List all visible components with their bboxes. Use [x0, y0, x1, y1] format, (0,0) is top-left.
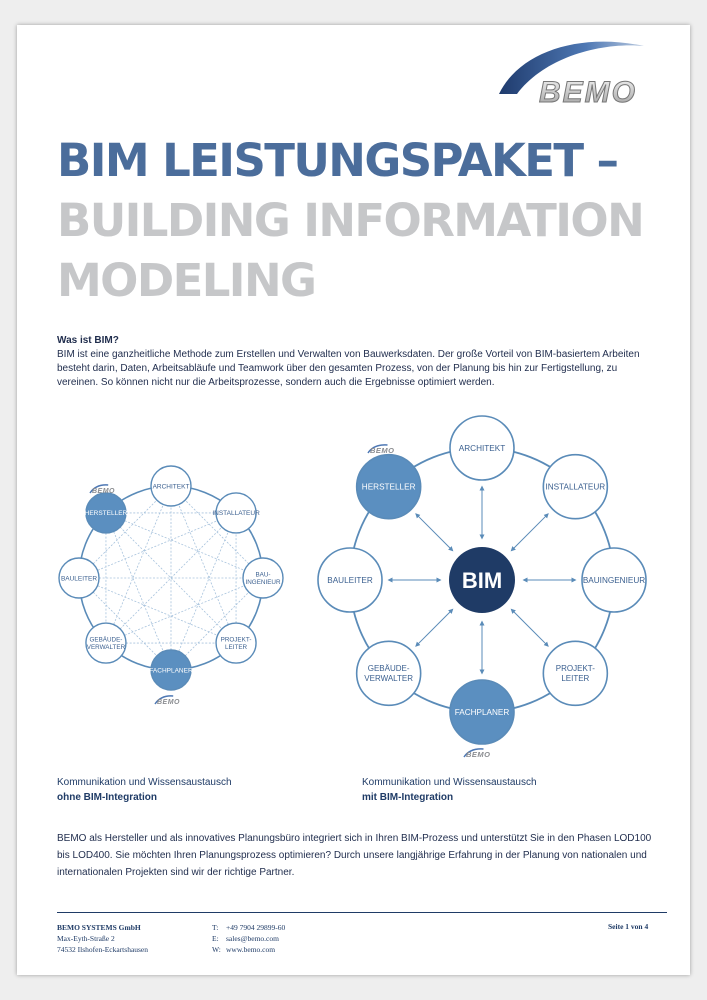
node-projektleiter: PROJEKT-LEITER — [215, 622, 257, 664]
connection-line — [78, 485, 172, 579]
bemo-watermark-logo: BEMO — [367, 444, 395, 455]
connection-line — [78, 512, 237, 579]
footer-phone: +49 7904 29899-60 — [226, 923, 286, 932]
footer-city: 74532 Ilshofen-Eckartshausen — [57, 945, 149, 954]
caption-left: Kommunikation und Wissensaustausch ohne … — [57, 775, 232, 805]
footer-street: Max-Eyth-Straße 2 — [57, 934, 115, 943]
hub-node-bauleiter-label: BAULEITER — [327, 576, 373, 585]
arrow-gebaeudeverwalter — [415, 608, 454, 647]
hub-node-gebaeudeverwalter-label: VERWALTER — [364, 674, 413, 683]
node-architekt-label: ARCHITEKT — [153, 483, 190, 490]
hub-node-fachplaner-label: FACHPLANER — [455, 708, 510, 717]
node-gebaeudeverwalter: GEBÄUDE-VERWALTER — [85, 622, 127, 664]
node-projektleiter-label: LEITER — [225, 644, 247, 651]
connection-line — [105, 512, 172, 671]
caption-right: Kommunikation und Wissensaustausch mit B… — [362, 775, 537, 805]
hub-node-hersteller-label: HERSTELLER — [362, 483, 416, 492]
svg-text:BEMO: BEMO — [370, 446, 395, 455]
node-bauleiter-label: BAULEITER — [61, 575, 97, 582]
intro-section: Was ist BIM? BIM ist eine ganzheitliche … — [57, 334, 657, 390]
svg-text:BEMO: BEMO — [157, 699, 180, 706]
hub-node-bauingenieur: BAUINGENIEUR — [581, 547, 647, 613]
connection-line — [78, 577, 237, 644]
title-line-3: MODELING — [57, 254, 317, 307]
node-bauingenieur-label: INGENIEUR — [246, 579, 281, 586]
node-fachplaner: FACHPLANER — [149, 649, 193, 691]
footer-email[interactable]: sales@bemo.com — [226, 934, 279, 943]
node-projektleiter-label: PROJEKT- — [221, 636, 252, 643]
intro-heading: Was ist BIM? — [57, 335, 119, 346]
hub-node-architekt-label: ARCHITEKT — [459, 444, 505, 453]
footer-phone-label: T: — [212, 923, 219, 932]
hub-node-bauleiter: BAULEITER — [317, 547, 383, 613]
footer-contact-labels: T: E: W: — [212, 922, 221, 955]
node-gebaeudeverwalter-label: GEBÄUDE- — [90, 635, 123, 643]
node-gebaeudeverwalter-label: VERWALTER — [87, 644, 126, 651]
footer-web-label: W: — [212, 945, 221, 954]
arrow-projektleiter — [510, 608, 549, 647]
connection-line — [78, 577, 172, 671]
bemo-watermark-logo: BEMO — [89, 484, 115, 495]
node-hersteller-label: HERSTELLER — [85, 510, 128, 517]
hub-node-projektleiter: PROJEKT-LEITER — [542, 640, 609, 707]
footer-email-label: E: — [212, 934, 219, 943]
bemo-watermark-logo: BEMO — [154, 695, 180, 706]
node-bauingenieur-label: BAU- — [255, 571, 270, 578]
footer-address: BEMO SYSTEMS GmbH Max-Eyth-Straße 2 7453… — [57, 922, 148, 955]
hub-node-architekt: ARCHITEKT — [449, 415, 515, 481]
footer-contact: +49 7904 29899-60 sales@bemo.com www.bem… — [226, 922, 285, 955]
node-fachplaner-label: FACHPLANER — [149, 667, 193, 674]
footer-web[interactable]: www.bemo.com — [226, 945, 276, 954]
arrow-installateur — [510, 513, 549, 552]
bim-center-label: BIM — [462, 568, 502, 593]
title-line-2: BUILDING INFORMATION — [57, 194, 645, 247]
hub-node-hersteller: HERSTELLER — [355, 453, 422, 520]
node-hersteller: HERSTELLER — [85, 492, 128, 534]
hub-node-projektleiter-label: PROJEKT- — [556, 664, 595, 673]
hub-node-fachplaner: FACHPLANER — [449, 679, 515, 745]
caption-left-line2: ohne BIM-Integration — [57, 792, 157, 803]
bemo-watermark-logo: BEMO — [463, 748, 491, 759]
hub-node-bauingenieur-label: BAUINGENIEUR — [583, 576, 645, 585]
node-bauleiter: BAULEITER — [58, 557, 100, 599]
arrow-hersteller — [415, 513, 454, 552]
hub-node-projektleiter-label: LEITER — [561, 674, 589, 683]
page-number: Seite 1 von 4 — [608, 922, 649, 931]
svg-text:BEMO: BEMO — [92, 488, 115, 495]
svg-text:BEMO: BEMO — [539, 76, 637, 109]
connection-line — [105, 485, 172, 644]
connection-line — [105, 512, 264, 579]
hub-node-gebaeudeverwalter: GEBÄUDE-VERWALTER — [355, 640, 422, 707]
title-line-1: BIM LEISTUNGSPAKET – — [57, 134, 619, 187]
hub-node-installateur-label: INSTALLATEUR — [545, 483, 605, 492]
footer-rule — [57, 912, 667, 913]
caption-right-line2: mit BIM-Integration — [362, 792, 454, 803]
hub-node-installateur: INSTALLATEUR — [542, 453, 609, 520]
caption-right-line1: Kommunikation und Wissensaustausch — [362, 777, 537, 788]
node-bauingenieur: BAU-INGENIEUR — [242, 557, 284, 599]
connection-line — [105, 577, 264, 644]
connection-line — [170, 512, 237, 671]
connection-line — [170, 485, 237, 644]
bemo-logo: BEMO — [499, 41, 644, 110]
svg-text:BEMO: BEMO — [466, 750, 491, 759]
node-architekt: ARCHITEKT — [150, 465, 192, 507]
node-installateur-label: INSTALLATEUR — [212, 510, 260, 517]
connection-line — [105, 512, 237, 644]
bim-center-node: BIM — [449, 547, 515, 613]
node-installateur: INSTALLATEUR — [212, 492, 260, 534]
caption-left-line1: Kommunikation und Wissensaustausch — [57, 777, 232, 788]
footer-company: BEMO SYSTEMS GmbH — [57, 923, 141, 932]
bemo-paragraph: BEMO als Hersteller und als innovatives … — [57, 833, 652, 878]
intro-text: BIM ist eine ganzheitliche Methode zum E… — [57, 349, 640, 388]
hub-node-gebaeudeverwalter-label: GEBÄUDE- — [368, 664, 410, 673]
